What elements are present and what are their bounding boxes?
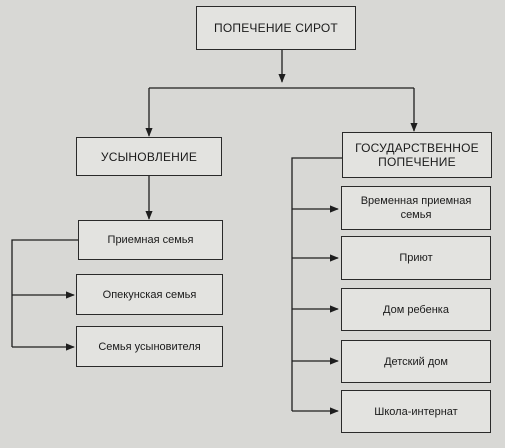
temp-foster-family-node: Временная приемная семья (341, 186, 491, 230)
foster-family-label: Приемная семья (107, 234, 194, 246)
state-care-label: ГОСУДАРСТВЕННОЕ ПОПЕЧЕНИЕ (355, 141, 479, 169)
guardian-family-node: Опекунская семья (76, 274, 223, 315)
adoptive-family-node: Семья усыновителя (76, 326, 223, 367)
right-bracket (291, 157, 342, 411)
boarding-school-label: Школа-интернат (374, 405, 458, 418)
root-node: ПОПЕЧЕНИЕ СИРОТ (196, 6, 356, 50)
guardian-family-label: Опекунская семья (102, 288, 197, 301)
orphanage-label: Детский дом (384, 355, 448, 368)
foster-family-node: Приемная семья (78, 220, 223, 260)
shelter-node: Приют (341, 236, 491, 280)
baby-home-node: Дом ребенка (341, 288, 491, 331)
left-bracket (11, 239, 78, 347)
orphanage-node: Детский дом (341, 340, 491, 383)
state-care-node: ГОСУДАРСТВЕННОЕ ПОПЕЧЕНИЕ (342, 132, 492, 178)
adoption-node: УСЫНОВЛЕНИЕ (76, 137, 222, 176)
temp-foster-family-label: Временная приемная семья (360, 195, 472, 221)
boarding-school-node: Школа-интернат (341, 390, 491, 433)
adoption-label: УСЫНОВЛЕНИЕ (100, 149, 198, 164)
root-label: ПОПЕЧЕНИЕ СИРОТ (214, 21, 338, 35)
shelter-label: Приют (399, 252, 433, 264)
adoptive-family-label: Семья усыновителя (98, 340, 201, 353)
baby-home-label: Дом ребенка (383, 303, 449, 316)
